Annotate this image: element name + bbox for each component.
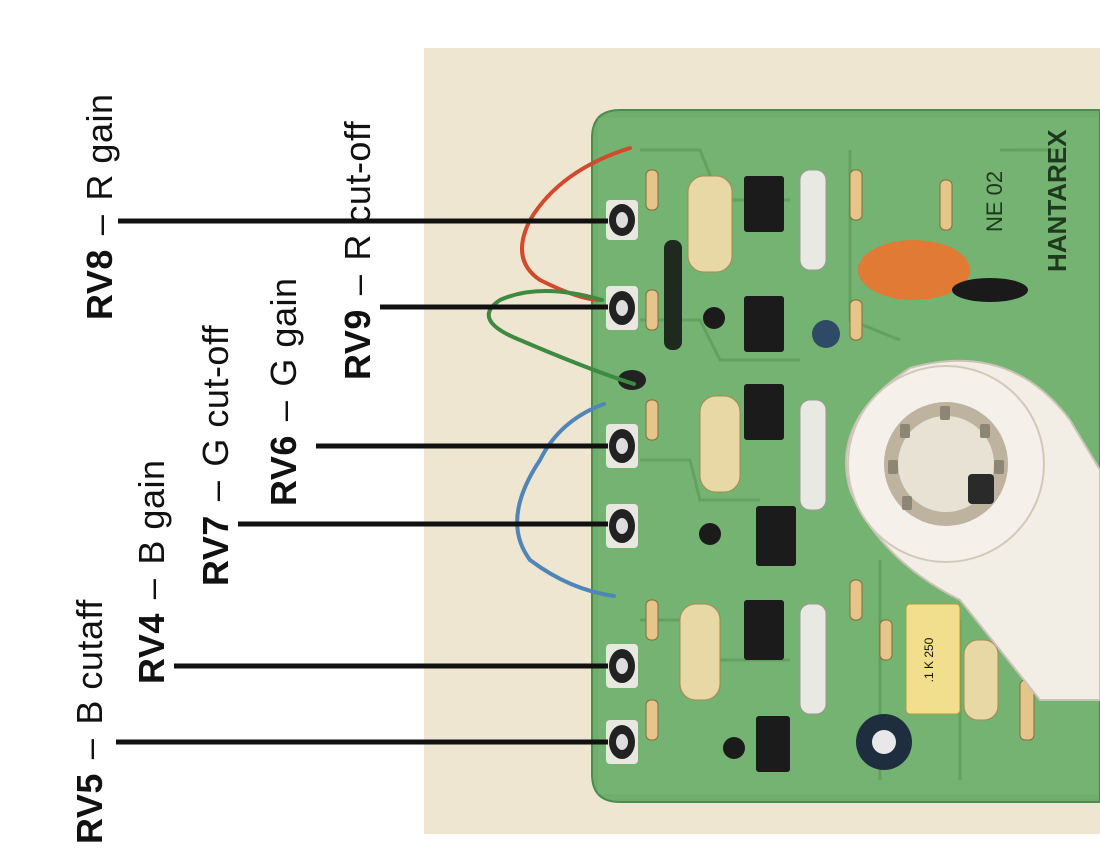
- rv9-description: R cut-off: [337, 120, 378, 261]
- rv6-label: RV6 – G gain: [263, 277, 304, 507]
- rv4-pot-icon: [606, 644, 638, 688]
- rv4-label: RV4 – B gain: [131, 459, 172, 685]
- rv9-separator: –: [337, 274, 378, 296]
- blue-wire: [515, 402, 616, 598]
- rv8-description: R gain: [79, 93, 120, 201]
- rv7-pot-icon: [606, 504, 638, 548]
- rv9-label: RV9 – R cut-off: [337, 120, 378, 380]
- wires: [486, 146, 636, 598]
- rv4-separator: –: [131, 578, 172, 600]
- leader-lines: [116, 218, 608, 745]
- rv5-separator: –: [69, 738, 110, 760]
- model-label: NE 02: [982, 171, 1007, 232]
- rv7-name: RV7: [195, 515, 236, 586]
- rv8-pot-icon: [606, 200, 638, 240]
- brand-label: HANTAREX: [1042, 129, 1072, 272]
- rv8-label: RV8 – R gain: [79, 93, 120, 320]
- capacitors: [618, 240, 1028, 770]
- rv4-name: RV4: [131, 613, 172, 684]
- rv6-name: RV6: [263, 435, 304, 506]
- rv9-pot-icon: [606, 286, 638, 330]
- rv9-name: RV9: [337, 309, 378, 380]
- rv5-name: RV5: [69, 773, 110, 844]
- green-wire: [486, 289, 636, 386]
- rv6-pot-icon: [606, 424, 638, 468]
- rv8-separator: –: [79, 214, 120, 236]
- rv4-description: B gain: [131, 459, 172, 565]
- rv5-pot-icon: [606, 720, 638, 764]
- trimmer-potentiometers: [606, 200, 638, 764]
- rv6-description: G gain: [263, 277, 304, 387]
- rv6-separator: –: [263, 400, 304, 422]
- film-capacitor: .1 K 250: [905, 603, 961, 715]
- rv5-description: B cutaff: [69, 599, 110, 725]
- rv5-label: RV5 – B cutaff: [69, 599, 110, 844]
- crt-socket: [845, 359, 1100, 701]
- rv7-description: G cut-off: [195, 324, 236, 467]
- rv7-label: RV7 – G cut-off: [195, 324, 236, 586]
- power-resistors: [799, 169, 827, 715]
- transistors: [699, 176, 796, 772]
- resistors: [645, 169, 1035, 741]
- rv8-name: RV8: [79, 249, 120, 320]
- orange-capacitor: [858, 240, 970, 300]
- rv7-separator: –: [195, 480, 236, 502]
- large-resistors: [679, 175, 999, 721]
- capacitor-label: .1 K 250: [922, 637, 936, 682]
